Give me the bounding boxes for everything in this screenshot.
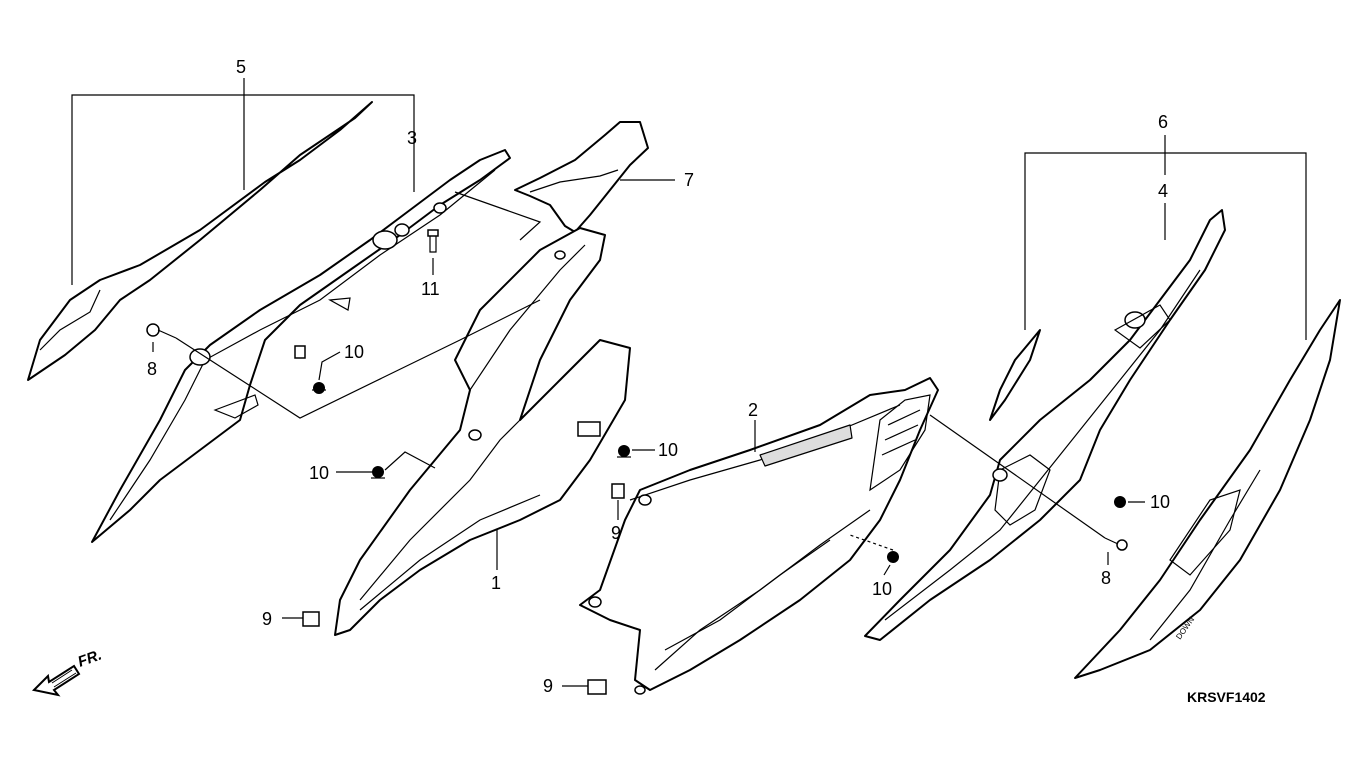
leader-lines [71,78,1307,687]
callout-8-left: 8 [147,359,157,379]
callout-7: 7 [684,170,694,190]
clip-9-c [587,679,607,695]
bolt-8-left [146,323,177,339]
part-4-rear-cover-right [864,209,1226,641]
callout-8-right: 8 [1101,568,1111,588]
callout-10-b: 10 [309,463,329,483]
callout-9-b: 9 [611,523,621,543]
clip-nut-10-b [371,466,385,479]
callout-2: 2 [748,400,758,420]
part-3-rear-cover-left [91,149,511,543]
callout-9-a: 9 [262,609,272,629]
callout-6: 6 [1158,112,1168,132]
front-direction-arrow: FR. [31,647,105,697]
callout-5: 5 [236,57,246,77]
part-7-center-cowl [514,121,649,233]
diagram-code: KRSVF1402 [1187,689,1266,705]
part-1-side-cover-left [334,227,631,636]
callout-labels: 5 3 7 11 8 10 10 1 9 10 9 9 2 10 6 4 10 … [147,57,1170,696]
callout-10-a: 10 [344,342,364,362]
screw-11 [427,229,439,253]
clip-9-b [611,483,625,499]
clip-nut-10-d [887,551,899,563]
callout-11: 11 [421,279,440,299]
clip-nut-10-a [312,382,326,394]
callout-1: 1 [491,573,501,593]
clip-9-a [302,611,320,627]
part-2-side-cover-right [579,377,939,695]
callout-9-c: 9 [543,676,553,696]
callout-10-d: 10 [872,579,892,599]
clip-nut-10-c [617,445,631,458]
clip-nut-10-e [1114,496,1126,508]
clip-tab-left [294,345,306,359]
hardware [146,229,1128,695]
clip-tab-center [577,421,601,437]
callout-3: 3 [407,128,417,148]
direction-label: FR. [76,647,105,671]
callout-10-c: 10 [658,440,678,460]
bolt-8-right [1104,537,1128,551]
callout-10-e: 10 [1150,492,1170,512]
callout-4: 4 [1158,181,1168,201]
part-5-decal-left [27,101,373,381]
